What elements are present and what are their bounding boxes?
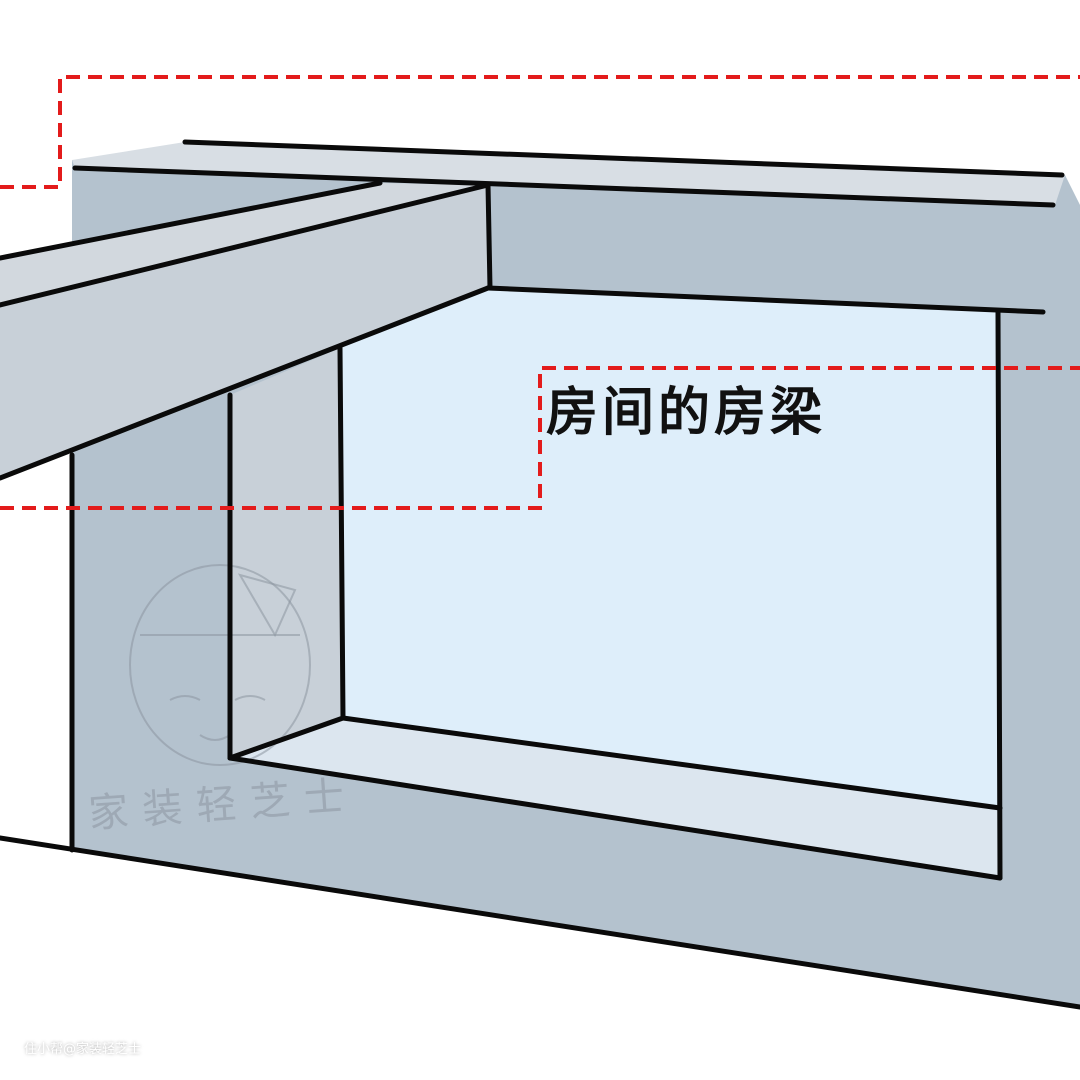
- watermark-credit: 住小帮@家装轻芝士: [24, 1042, 142, 1057]
- outlines: [0, 139, 1080, 1010]
- beam-outline-dashed: [0, 75, 1080, 510]
- ceiling-slab: [72, 142, 1065, 205]
- beam-side-face: [0, 185, 488, 478]
- window-sill: [230, 718, 1000, 878]
- window-reveal: [230, 348, 343, 758]
- watermark-face-icon: [129, 564, 311, 766]
- beam-label: 房间的房梁: [546, 383, 827, 443]
- window-opening: [340, 288, 1000, 808]
